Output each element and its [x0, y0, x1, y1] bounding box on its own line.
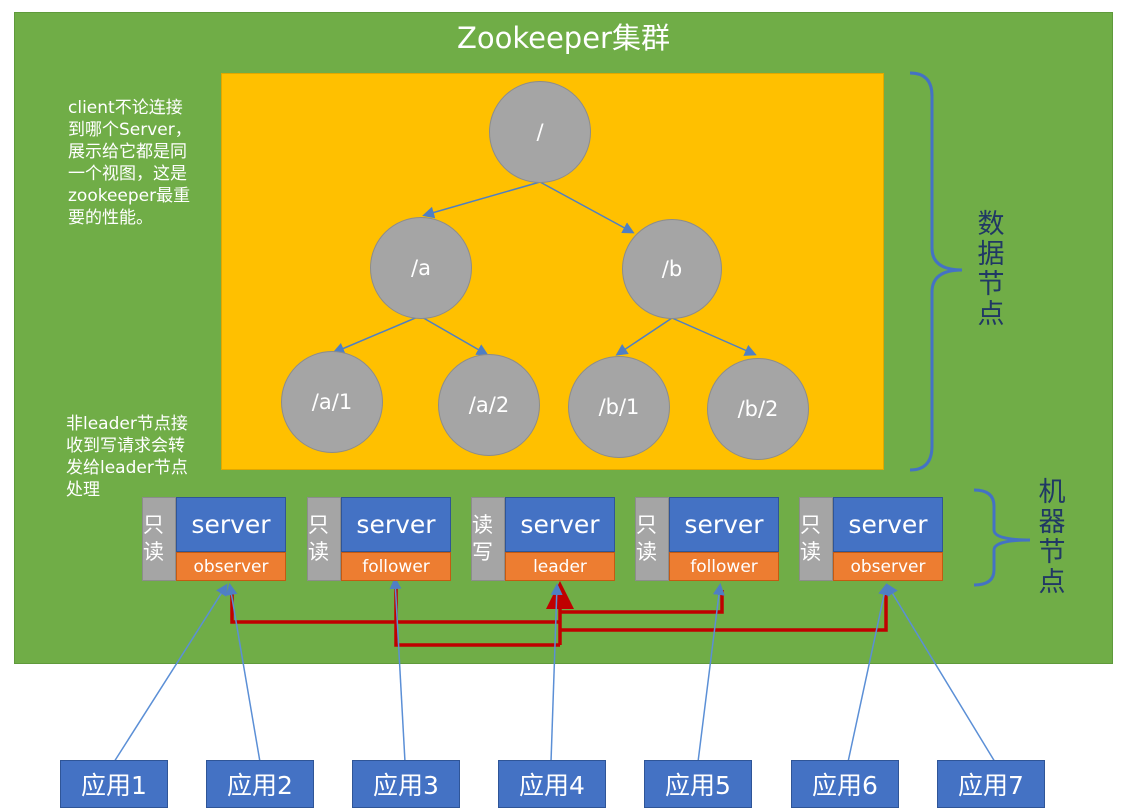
edge-a-a2	[419, 315, 489, 356]
conn-app1	[113, 583, 228, 763]
server-leader: 读 写 server leader	[471, 497, 615, 581]
server-mode: 只 读	[799, 497, 833, 581]
note-consistent-view: client不论连接 到哪个Server， 展示给它都是同 一个视图，这是 zo…	[68, 98, 192, 228]
write-forward-lines	[230, 581, 888, 647]
server-observer-2: 只 读 server observer	[799, 497, 943, 581]
server-role: follower	[669, 552, 779, 581]
app-2: 应用2	[206, 760, 314, 808]
server-name: server	[833, 497, 943, 552]
forward-follower-1	[394, 582, 560, 647]
server-follower-1: 只 读 server follower	[307, 497, 451, 581]
tree-node-b2: /b/2	[707, 358, 809, 460]
conn-app6	[847, 583, 890, 763]
conn-app4	[550, 583, 563, 763]
client-connection-lines	[113, 577, 996, 763]
machine-nodes-bracket	[973, 488, 1031, 587]
app-7: 应用7	[937, 760, 1045, 808]
server-mode: 只 读	[307, 497, 341, 581]
tree-node-b: /b	[622, 219, 722, 319]
server-role: follower	[341, 552, 451, 581]
server-observer-1: 只 读 server observer	[142, 497, 286, 581]
server-role: observer	[176, 552, 286, 581]
tree-edges	[332, 181, 757, 356]
tree-node-a: /a	[370, 217, 472, 319]
note-write-forwarding: 非leader节点接 收到写请求会转 发给leader节点 处理	[66, 414, 188, 500]
data-nodes-label: 数 据 节 点	[977, 209, 1005, 330]
server-role: leader	[505, 552, 615, 581]
edge-b-b1	[615, 317, 673, 356]
conn-app7	[886, 583, 996, 763]
tree-node-a2: /a/2	[438, 354, 540, 456]
edge-root-a	[422, 181, 541, 219]
edge-a-a1	[332, 315, 421, 355]
tree-node-b1: /b/1	[568, 356, 670, 458]
conn-app2	[225, 583, 261, 763]
app-1: 应用1	[60, 760, 168, 808]
server-name: server	[341, 497, 451, 552]
conn-app3	[389, 577, 406, 763]
server-name: server	[176, 497, 286, 552]
machine-nodes-label: 机 器 节 点	[1038, 477, 1066, 598]
app-3: 应用3	[352, 760, 460, 808]
server-mode: 只 读	[635, 497, 669, 581]
forward-observer-2	[560, 590, 888, 632]
forward-follower-2	[560, 590, 724, 614]
tree-node-a1: /a/1	[281, 351, 383, 453]
conn-app5	[697, 583, 725, 763]
server-mode: 只 读	[142, 497, 176, 581]
server-name: server	[505, 497, 615, 552]
server-mode: 读 写	[471, 497, 505, 581]
app-6: 应用6	[791, 760, 899, 808]
app-4: 应用4	[498, 760, 606, 808]
edge-b-b2	[671, 317, 757, 356]
server-role: observer	[833, 552, 943, 581]
data-nodes-bracket	[909, 71, 963, 472]
server-name: server	[669, 497, 779, 552]
tree-node-root: /	[489, 81, 591, 183]
cluster-title: Zookeeper集群	[457, 21, 670, 55]
edge-root-b	[539, 181, 635, 234]
app-5: 应用5	[644, 760, 752, 808]
server-follower-2: 只 读 server follower	[635, 497, 779, 581]
